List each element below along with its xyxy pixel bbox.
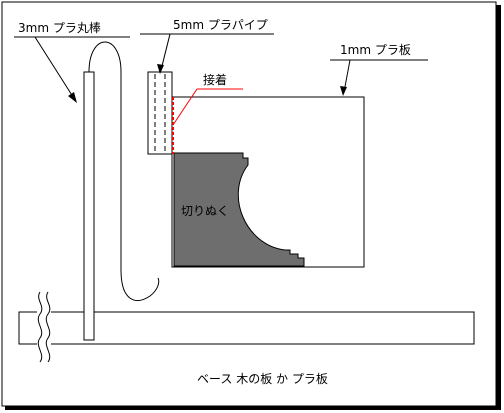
base-board (18, 311, 475, 345)
glue-leader (172, 88, 198, 126)
plate-leader-arrow (340, 86, 347, 96)
cutout-area (173, 152, 305, 267)
pipe-leader-arrow (157, 64, 164, 74)
glue-label: 接着 (203, 72, 227, 87)
rod-bend-curve (88, 41, 160, 301)
rod-leader (34, 36, 76, 101)
rod-3mm (83, 71, 95, 341)
plate-leader (343, 59, 351, 93)
pipe-label: 5mm プラパイプ (173, 18, 268, 32)
plate-label: 1mm プラ板 (340, 43, 411, 57)
cutout-label: 切りぬく (181, 204, 229, 218)
base-break-mark-right (45, 291, 51, 363)
base-break-mark-left (37, 291, 43, 363)
base-break-gap (37, 292, 51, 362)
rod-leader-arrow (68, 92, 77, 103)
base-label: ベース 木の板 か プラ板 (197, 372, 328, 386)
pipe-leader (160, 33, 171, 71)
rod-label: 3mm プラ丸棒 (18, 21, 101, 35)
pipe-5mm (147, 71, 173, 155)
